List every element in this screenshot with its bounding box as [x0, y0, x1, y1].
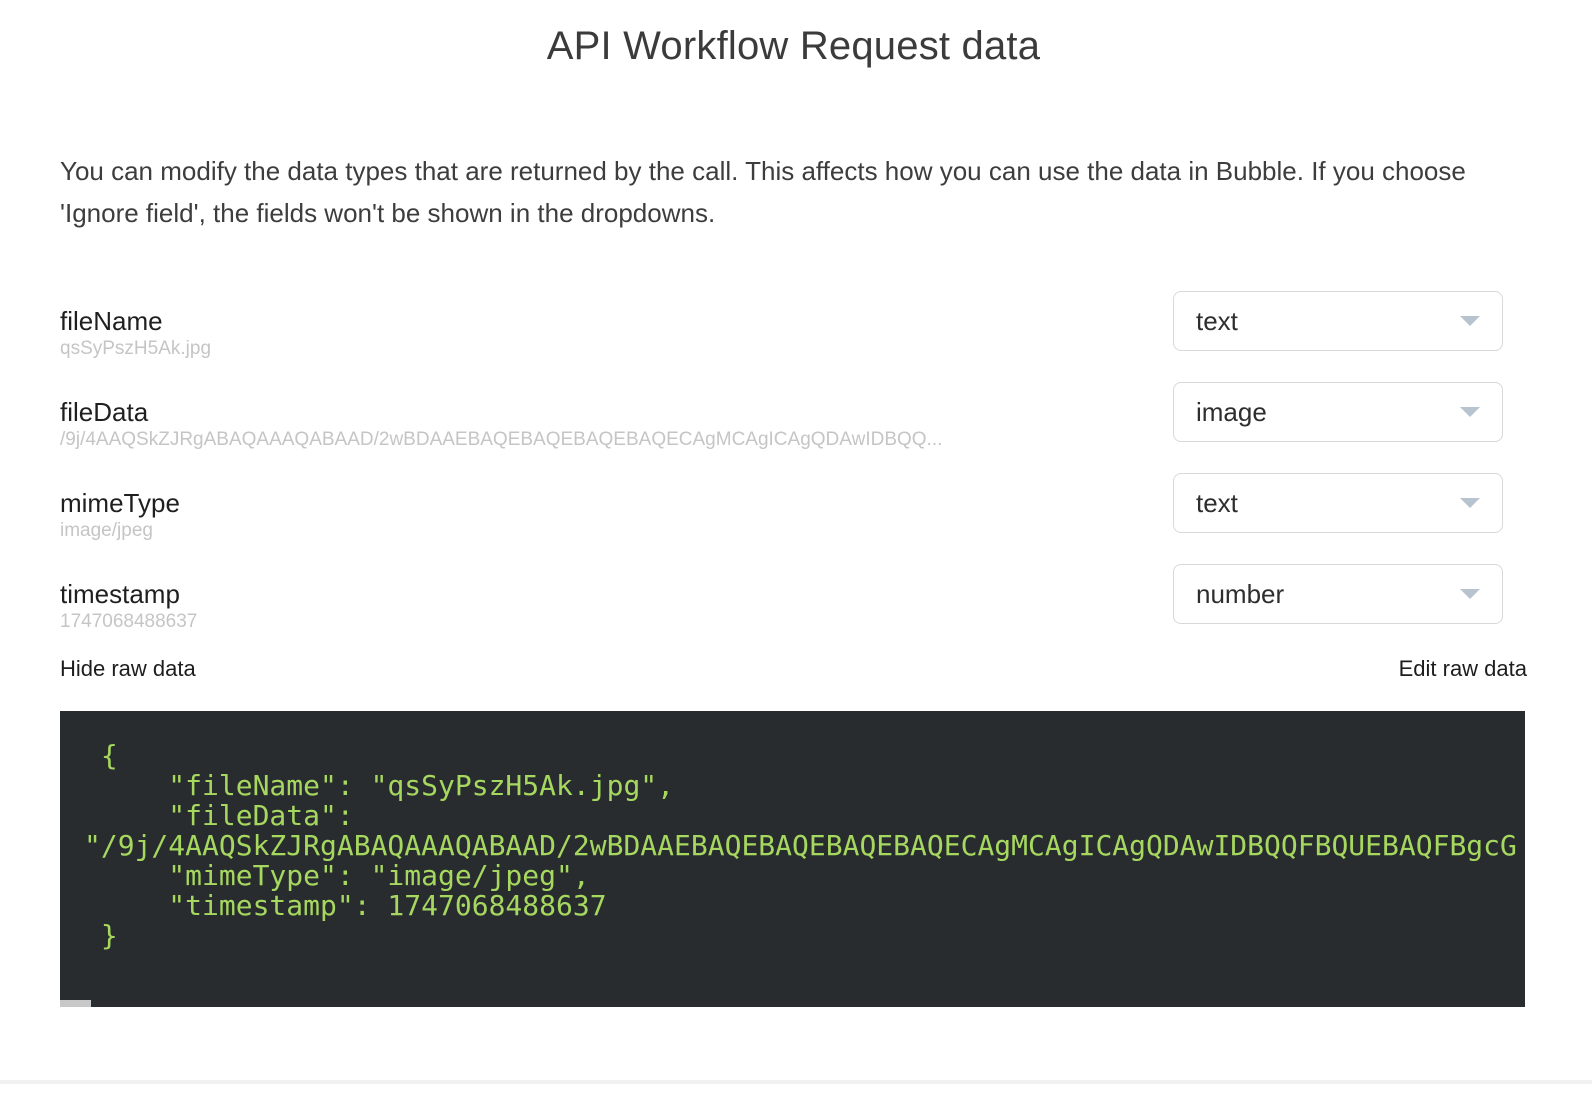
field-info: mimeType image/jpeg — [60, 473, 1173, 543]
raw-data-panel: { "fileName": "qsSyPszH5Ak.jpg", "fileDa… — [60, 711, 1525, 1007]
field-sample-value: /9j/4AAQSkZJRgABAQAAAQABAAD/2wBDAAEBAQEB… — [60, 429, 943, 450]
dropdown-selected-value: image — [1196, 396, 1267, 427]
field-type-dropdown-timestamp[interactable]: number — [1173, 564, 1503, 624]
field-list: fileName qsSyPszH5Ak.jpg text fileData /… — [60, 291, 1527, 632]
dropdown-selected-value: text — [1196, 305, 1238, 336]
field-info: timestamp 1747068488637 — [60, 564, 1173, 634]
field-sample-value: qsSyPszH5Ak.jpg — [60, 338, 212, 359]
field-row-timestamp: timestamp 1747068488637 number — [60, 564, 1527, 632]
description-text: You can modify the data types that are r… — [60, 156, 1466, 228]
field-info: fileData /9j/4AAQSkZJRgABAQAAAQABAAD/2wB… — [60, 382, 1173, 452]
field-name: timestamp — [60, 579, 180, 609]
field-row-filename: fileName qsSyPszH5Ak.jpg text — [60, 291, 1527, 359]
field-type-dropdown-filename[interactable]: text — [1173, 291, 1503, 351]
field-info: fileName qsSyPszH5Ak.jpg — [60, 291, 1173, 361]
edit-raw-data-link[interactable]: Edit raw data — [1398, 656, 1527, 681]
field-name: fileName — [60, 306, 163, 336]
field-name: mimeType — [60, 488, 180, 518]
dropdown-selected-value: number — [1196, 578, 1285, 609]
raw-data-code: { "fileName": "qsSyPszH5Ak.jpg", "fileDa… — [84, 739, 1517, 952]
field-type-dropdown-filedata[interactable]: image — [1173, 382, 1503, 442]
page-title: API Workflow Request data — [546, 24, 1041, 68]
field-sample-value: 1747068488637 — [60, 611, 198, 632]
horizontal-scrollbar-thumb[interactable] — [60, 1000, 91, 1007]
dropdown-selected-value: text — [1196, 487, 1238, 518]
chevron-down-icon — [1460, 498, 1480, 508]
field-sample-value: image/jpeg — [60, 520, 153, 541]
chevron-down-icon — [1460, 316, 1480, 326]
field-type-dropdown-mimetype[interactable]: text — [1173, 473, 1503, 533]
field-row-mimetype: mimeType image/jpeg text — [60, 473, 1527, 541]
raw-data-links-row: Hide raw data Edit raw data — [60, 655, 1527, 683]
bottom-divider — [0, 1080, 1592, 1084]
hide-raw-data-link[interactable]: Hide raw data — [60, 656, 196, 681]
field-name: fileData — [60, 397, 149, 427]
chevron-down-icon — [1460, 407, 1480, 417]
chevron-down-icon — [1460, 589, 1480, 599]
field-row-filedata: fileData /9j/4AAQSkZJRgABAQAAAQABAAD/2wB… — [60, 382, 1527, 450]
